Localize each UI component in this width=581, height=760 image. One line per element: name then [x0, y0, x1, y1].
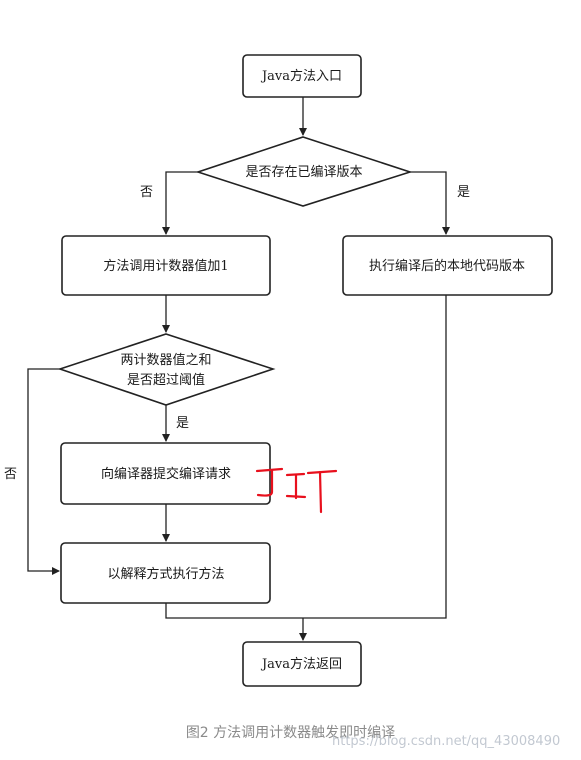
edge-threshold-no [27, 368, 60, 575]
submit-compile-node: 向编译器提交编译请求 [60, 442, 271, 505]
return-label: Java方法返回 [260, 656, 342, 672]
compiled-decision-label: 是否存在已编译版本 [245, 165, 362, 180]
watermark-text: https://blog.csdn.net/qq_43008490 [332, 734, 561, 749]
edge-interpret-merge [165, 603, 303, 619]
edge-label-yes-right: 是 [457, 185, 470, 200]
entry-node: Java方法入口 [242, 54, 362, 98]
return-node: Java方法返回 [242, 641, 362, 687]
increment-counter-label: 方法调用计数器值加1 [103, 258, 228, 274]
increment-counter-node: 方法调用计数器值加1 [61, 235, 271, 296]
edge-label-no-loop: 否 [4, 467, 17, 482]
figure-caption: 图2 方法调用计数器触发即时编译 [185, 725, 396, 741]
interpret-label: 以解释方式执行方法 [107, 566, 224, 582]
jit-annotation [255, 467, 338, 514]
flowchart: Java方法入口 是否存在已编译版本 方法调用计数器值加1 执行编译后的本地代码… [4, 54, 553, 687]
threshold-decision-node: 两计数器值之和 是否超过阈值 [57, 333, 276, 406]
execute-native-label: 执行编译后的本地代码版本 [369, 258, 525, 274]
edge-native-merge [303, 295, 447, 619]
submit-compile-label: 向编译器提交编译请求 [101, 466, 231, 482]
edge-decision-yes [410, 171, 450, 235]
execute-native-node: 执行编译后的本地代码版本 [342, 235, 553, 296]
interpret-node: 以解释方式执行方法 [60, 542, 271, 604]
edge-label-yes-down: 是 [176, 416, 189, 431]
threshold-decision-line1: 两计数器值之和 [120, 352, 211, 368]
edge-decision-no [162, 171, 198, 235]
entry-label: Java方法入口 [260, 68, 342, 84]
compiled-decision-node: 是否存在已编译版本 [195, 136, 413, 207]
threshold-decision-line2: 是否超过阈值 [127, 372, 205, 388]
edge-label-no-left: 否 [140, 185, 153, 200]
